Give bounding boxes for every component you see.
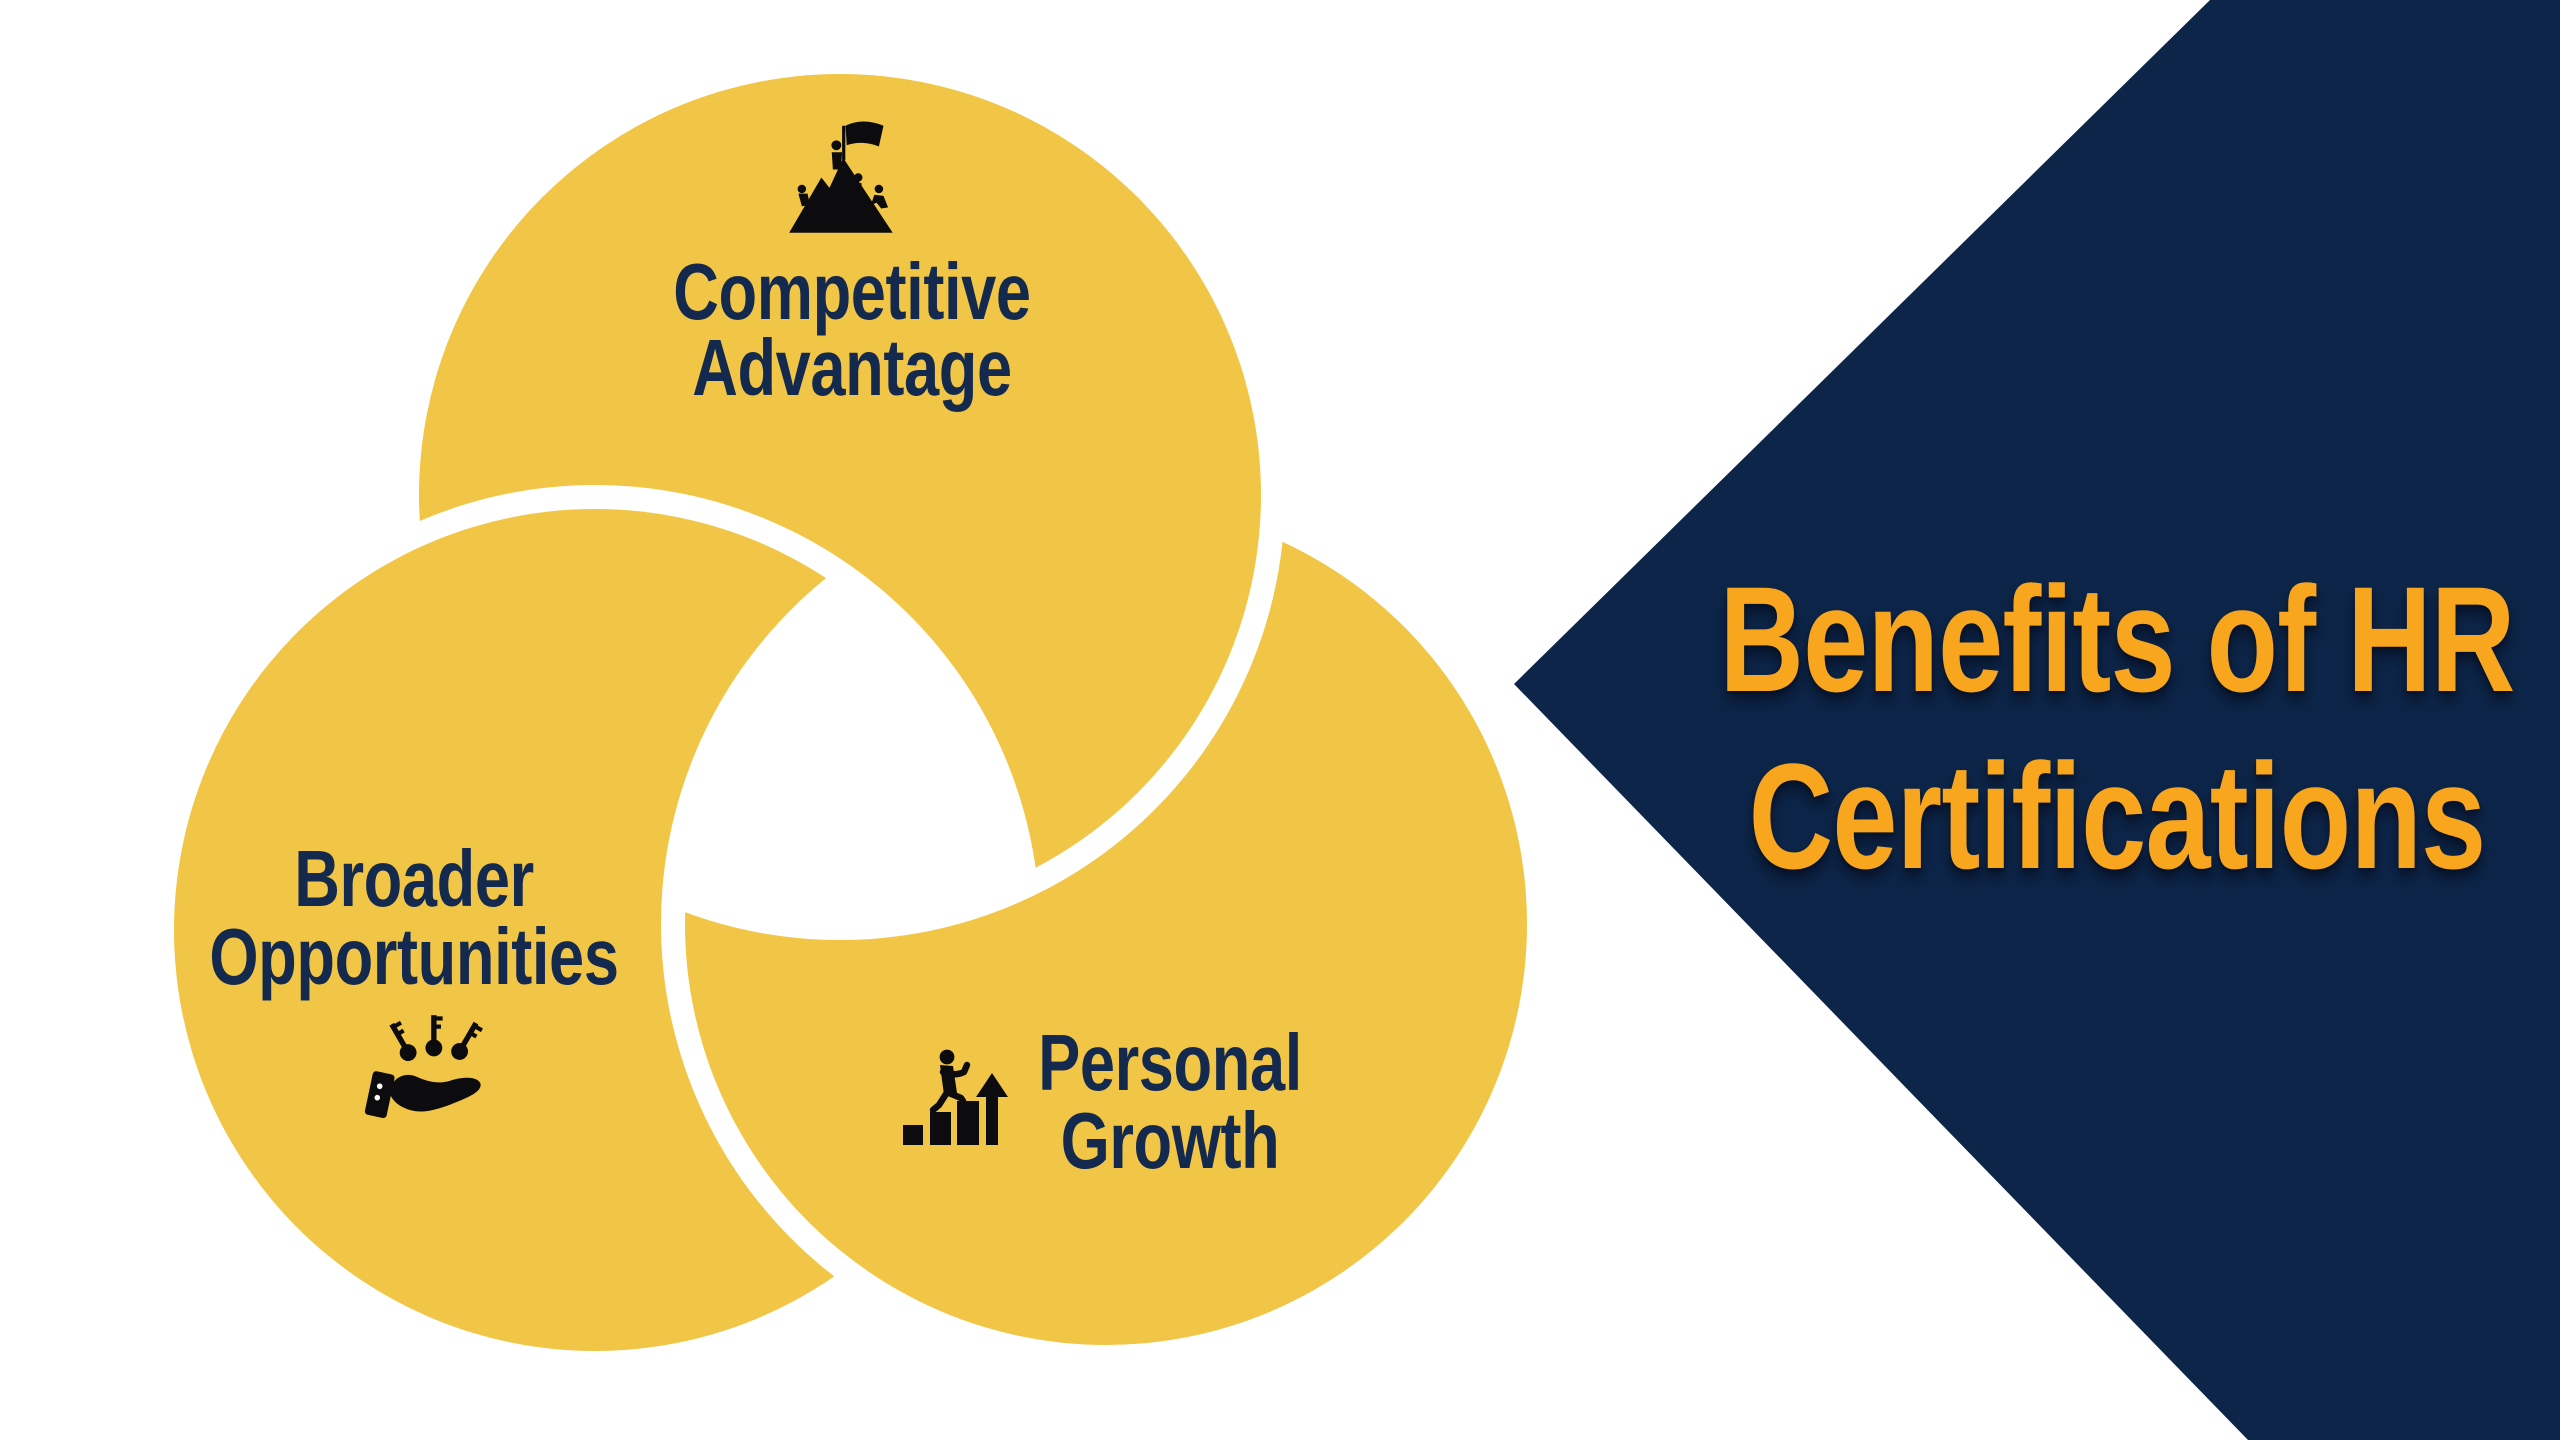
label-line: Opportunities (209, 912, 619, 1001)
page-title: Benefits of HR Certifications (1680, 551, 2554, 905)
circle-personal-growth (685, 503, 1527, 1345)
page-title-line1: Benefits of HR (1719, 555, 2515, 723)
label-competitive-advantage: Competitive Advantage (497, 247, 1208, 412)
label-line: Broader (294, 834, 534, 923)
label-personal-growth: Personal Growth (815, 1018, 1526, 1185)
title-banner-diamond (1514, 0, 2560, 1440)
label-line: Growth (1060, 1096, 1280, 1185)
mountain-summit-flag-icon (789, 121, 893, 233)
label-line: Advantage (692, 323, 1012, 412)
person-climbing-bars-icon (903, 1049, 1008, 1145)
label-line: Personal (1038, 1018, 1302, 1107)
hand-holding-keys-icon (364, 1015, 483, 1119)
label-broader-opportunities: Broader Opportunities (59, 834, 770, 1001)
label-line: Competitive (673, 247, 1031, 336)
page-title-line2: Certifications (1748, 732, 2487, 900)
